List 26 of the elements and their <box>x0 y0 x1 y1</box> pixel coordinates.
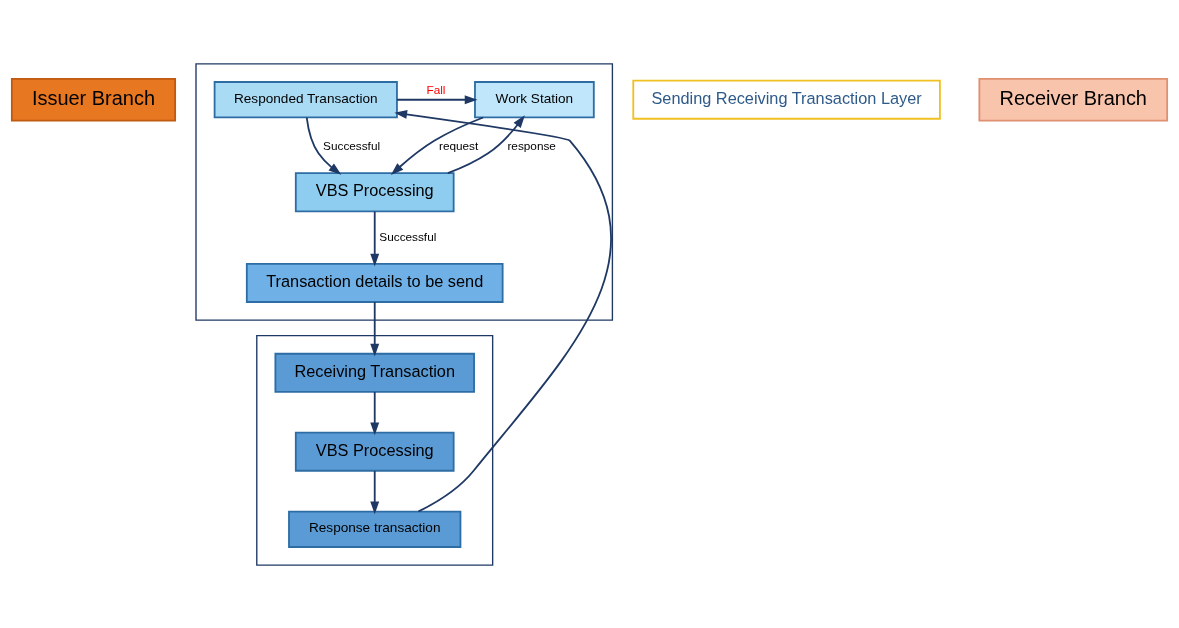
arrow <box>305 116 342 175</box>
node-box: Receiving Transaction <box>274 352 475 393</box>
node-box: Receiver Branch <box>978 77 1169 121</box>
node-box: VBS Processing <box>294 431 455 472</box>
edge-label: response <box>507 138 556 152</box>
node-box: Work Station <box>474 80 595 118</box>
arrow <box>446 114 525 174</box>
arrow <box>370 469 380 514</box>
arrow <box>396 94 478 104</box>
cluster <box>195 62 614 321</box>
node-box: Responded Transaction <box>213 80 398 118</box>
node-box: Sending Receiving Transaction Layer <box>632 79 941 120</box>
edge-label: Fall <box>426 82 446 96</box>
edge-label: request <box>438 138 479 152</box>
node-box: Response transaction <box>288 510 462 548</box>
node-box: VBS Processing <box>294 171 455 212</box>
edge-label: Successful <box>379 229 437 243</box>
node-box: Issuer Branch <box>10 77 177 121</box>
cluster <box>256 334 494 566</box>
arrow <box>370 210 380 266</box>
edge-label: Successful <box>323 138 381 152</box>
arrow <box>390 116 485 175</box>
arrow <box>370 300 380 356</box>
arrow <box>370 390 380 435</box>
arrow <box>394 109 612 512</box>
node-box: Transaction details to be send <box>245 262 504 303</box>
